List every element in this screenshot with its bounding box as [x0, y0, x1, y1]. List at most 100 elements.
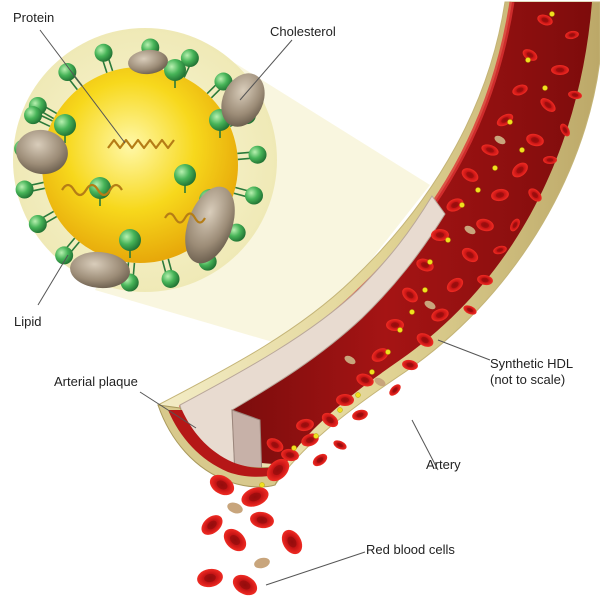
hdl-dot — [459, 202, 465, 208]
label-synthetic-hdl: Synthetic HDL — [490, 356, 574, 371]
lipid-icon — [94, 43, 114, 73]
lipid-icon — [119, 229, 141, 258]
hdl-dot — [422, 287, 428, 293]
lipid-icon — [233, 186, 263, 205]
red-blood-cell-icon — [281, 448, 299, 462]
hdl-particle-icon — [13, 28, 277, 292]
red-blood-cell-icon — [416, 333, 434, 347]
cholesterol-icon — [128, 49, 168, 75]
red-blood-cell-icon — [296, 418, 314, 432]
protein-strand-3 — [164, 212, 206, 224]
red-blood-cell-icon — [540, 98, 556, 112]
hdl-dot — [385, 349, 391, 355]
red-blood-cell-icon — [333, 440, 347, 450]
artery-tube — [157, 1, 600, 488]
artery-leader — [411, 419, 439, 471]
red-blood-cell-icon — [197, 568, 223, 588]
protein-leader — [39, 29, 126, 144]
red-blood-cell-icon — [266, 438, 284, 452]
cholesterol-leader — [239, 39, 293, 101]
red-blood-cell-icon — [241, 487, 269, 507]
cholesterol-icon — [70, 251, 130, 289]
tan-cell-icon — [254, 557, 270, 569]
hdl-dot — [427, 259, 433, 265]
hdl-dot — [507, 119, 513, 125]
red-blood-cell-icon — [402, 359, 418, 371]
red-blood-cells-falling — [197, 458, 303, 596]
lipid-icon — [15, 180, 45, 199]
label-artery: Artery — [426, 457, 461, 472]
red-blood-cell-icon — [431, 308, 449, 322]
lipid-icon — [28, 210, 58, 233]
red-blood-cell-icon — [463, 305, 477, 315]
hdl-dot — [542, 85, 548, 91]
cholesterol-molecules — [16, 49, 265, 289]
protein-strand-2 — [61, 183, 123, 197]
lipid-icon — [237, 145, 267, 164]
red-blood-cell-icon — [389, 384, 401, 396]
red-blood-cell-icon — [312, 453, 328, 467]
cholesterol-icon — [16, 129, 68, 175]
red-blood-cell-icon — [560, 123, 570, 137]
lipid-icon — [174, 164, 196, 193]
red-blood-cell-icon — [356, 373, 374, 387]
lipid-icon — [54, 114, 76, 143]
red-blood-cell-icon — [512, 162, 528, 178]
red-blood-cell-icon — [528, 188, 542, 202]
hdl-dot — [369, 369, 375, 375]
red-blood-cell-icon — [446, 198, 464, 212]
tan-cell-icon — [494, 135, 506, 145]
lipid-icon — [24, 106, 53, 128]
protein-strand — [107, 138, 175, 150]
hdl-dot — [291, 445, 297, 451]
red-blood-cell-icon — [402, 287, 418, 303]
red-blood-cell-icon — [281, 529, 303, 555]
label-protein: Protein — [13, 10, 55, 25]
tan-cell-icon — [227, 502, 243, 514]
red-blood-cell-icon — [481, 144, 499, 156]
tan-cell-icon — [344, 355, 356, 365]
red-blood-cell-icon — [491, 188, 509, 202]
red-blood-cell-icon — [568, 90, 582, 100]
label-not-to-scale: (not to scale) — [490, 372, 566, 387]
tan-cell-icon — [464, 225, 476, 235]
red-blood-cell-icon — [512, 84, 528, 96]
red-blood-cell-icon — [510, 218, 520, 232]
label-red-blood-cells: Red blood cells — [366, 542, 455, 557]
hdl-dot — [549, 11, 555, 17]
red-blood-cell-icon — [250, 511, 274, 529]
hdl-dot — [337, 407, 343, 413]
hdl-dot — [525, 57, 531, 63]
hdl-dot — [519, 147, 525, 153]
lipid-icon — [161, 258, 180, 288]
red-blood-cell-icon — [565, 30, 579, 40]
hdl-dot — [409, 309, 415, 315]
red-blood-cell-icon — [352, 409, 368, 421]
red-blood-cell-icon — [461, 168, 479, 182]
red-blood-cell-icon — [537, 14, 553, 26]
hdl-dot — [445, 237, 451, 243]
red-blood-cell-icon — [431, 229, 449, 241]
red-blood-cell-icon — [551, 65, 569, 75]
red-blood-cell-icon — [477, 274, 493, 286]
lipid-icon — [164, 59, 186, 88]
red-blood-cell-icon — [526, 133, 544, 147]
red-blood-cell-icon — [201, 515, 223, 535]
artery-lumen — [180, 2, 592, 465]
leader-lines — [37, 29, 491, 586]
label-lipid: Lipid — [14, 314, 42, 329]
red-blood-cell-icon — [223, 528, 247, 552]
red-blood-cell-icon — [266, 458, 290, 482]
red-blood-cell-icon — [209, 474, 235, 496]
lipid-icon — [206, 72, 233, 99]
tan-cell-icon — [374, 377, 386, 387]
red-blood-cell-icon — [476, 218, 494, 232]
rbc-leader — [265, 551, 366, 586]
red-blood-cell-icon — [543, 156, 557, 164]
hdl-leader — [437, 339, 491, 361]
red-blood-cells-in-artery — [266, 14, 582, 467]
hdl-dot — [492, 165, 498, 171]
lipid-leader — [37, 254, 69, 306]
